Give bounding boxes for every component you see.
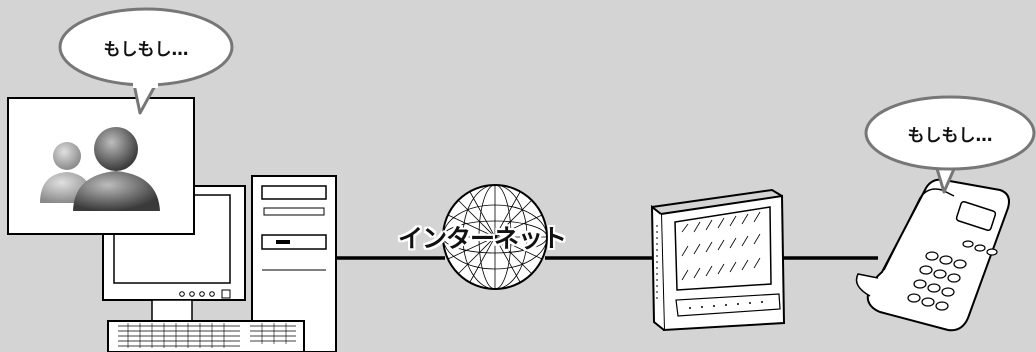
internet-globe-icon — [442, 184, 548, 290]
router-icon — [650, 188, 786, 332]
messenger-users-icon — [7, 97, 195, 235]
desktop-pc-icon — [102, 175, 337, 352]
left-bubble-text: もしもし… — [103, 40, 189, 60]
right-speech-bubble — [864, 95, 1036, 194]
internet-label: インターネット — [398, 224, 567, 253]
left-speech-bubble — [58, 7, 234, 115]
telephone-icon — [855, 178, 1010, 332]
right-bubble-text: もしもし… — [907, 126, 993, 146]
